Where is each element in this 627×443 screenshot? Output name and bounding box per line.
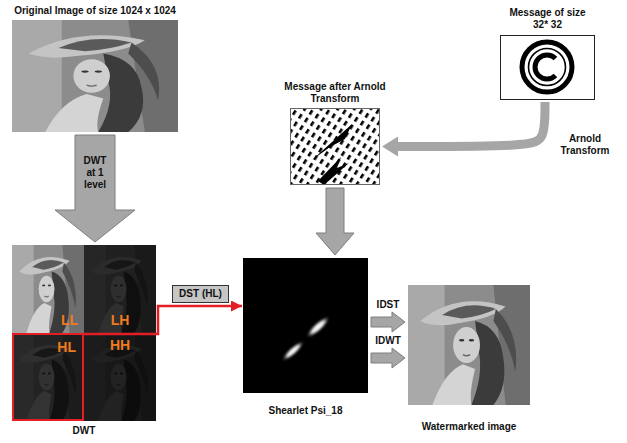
shearlet-panel: Shearlet Psi_18 [243, 258, 368, 417]
original-image-frame [12, 20, 178, 132]
edge-label-holder: IDST [375, 299, 402, 311]
image-panel: Original Image of size 1024 x 1024 [12, 5, 178, 132]
block-arrow [316, 188, 354, 255]
edge-label: IDST [375, 299, 402, 311]
block-arrow [371, 312, 405, 332]
text-group: LH [111, 313, 130, 328]
scrambled-frame [290, 108, 380, 185]
edge-label: IDWT [373, 335, 403, 347]
watermarked-panel: Watermarked image [408, 285, 530, 433]
hl-band-image [12, 333, 84, 421]
inverse-arrow [371, 312, 405, 332]
selected-subband-tile: HL [12, 333, 84, 421]
edge-label: DWT at 1 level [79, 155, 111, 191]
message-panel: Message of size 32* 32 [500, 7, 595, 100]
image-caption: Original Image of size 1024 x 1024 [14, 5, 177, 17]
hh-band-image [84, 333, 156, 421]
connector-line [396, 102, 545, 147]
edge-label: DST (HL) [172, 285, 229, 303]
watermarked-photo [408, 285, 530, 405]
shearlet-frame [243, 258, 368, 393]
panel-caption: Shearlet Psi_18 [268, 405, 343, 417]
scrambled-wedge [312, 124, 352, 160]
ll-band-image [12, 245, 84, 333]
edge-label-holder: IDWT [373, 335, 403, 347]
subband-tile: HH [84, 333, 156, 421]
watermarked-frame [408, 285, 530, 405]
scrambled-wedge [318, 157, 349, 185]
panel-caption: Message of size 32* 32 [504, 7, 591, 31]
dwt-frame: LL LH HL HH [12, 245, 156, 421]
text-group: LL [61, 313, 78, 328]
edge-label-holder: DWT at 1 level [79, 155, 111, 191]
hl-band-ground [12, 333, 84, 421]
text-group: Message after Arnold Transform [276, 81, 395, 105]
shearlet-blob [279, 338, 307, 364]
scrambled-message [290, 108, 380, 185]
copyright-letter [535, 55, 555, 79]
subband-label: LH [111, 313, 130, 328]
text-group: HH [110, 338, 130, 353]
scrambled-texture [290, 108, 380, 185]
connector-line [84, 306, 242, 334]
edge-label: Arnold Transform [555, 133, 615, 157]
lena-photo [12, 20, 178, 132]
hh-band-ground [84, 333, 156, 421]
selection-arrow [84, 306, 242, 334]
text-group: DWT [72, 425, 96, 437]
copyright-ring [522, 42, 572, 92]
panel-caption: Message after Arnold Transform [276, 81, 395, 105]
edge-label-holder: Arnold Transform [555, 133, 615, 157]
text-group: Original Image of size 1024 x 1024 [14, 5, 177, 17]
block-arrow [55, 135, 135, 242]
shearlet-blob [303, 313, 333, 341]
text-group: Watermarked image [421, 421, 517, 433]
subband-label: HL [57, 340, 76, 355]
lh-band-image [84, 245, 156, 333]
curved-arrow [382, 102, 545, 157]
subband-tile: LH [84, 245, 156, 333]
text-group: Message of size 32* 32 [504, 7, 591, 31]
panel-caption: DWT [72, 425, 96, 437]
subband-label: HH [110, 338, 130, 353]
subband-label: LL [61, 313, 78, 328]
edge-label-holder: DST (HL) [172, 285, 229, 303]
block-arrow [371, 348, 405, 368]
shearlet-ground [243, 258, 368, 393]
panel-caption: Watermarked image [421, 421, 517, 433]
inverse-arrow [371, 348, 405, 368]
message-frame [500, 35, 595, 100]
copyright-inner-ring [529, 49, 566, 86]
dwt-panel: LL LH HL HH DWT [12, 245, 156, 437]
shearlet-atom [279, 313, 333, 364]
text-group: Shearlet Psi_18 [268, 405, 343, 417]
message-ground [500, 35, 595, 100]
subband-tile: LL [12, 245, 84, 333]
lh-band-ground [84, 245, 156, 333]
text-group: HL [57, 340, 76, 355]
transform-arrow [55, 135, 135, 242]
embed-arrow [316, 188, 354, 255]
scrambled-panel: Message after Arnold Transform [276, 81, 395, 185]
scrambled-ground [290, 108, 380, 185]
block-arrow [382, 137, 398, 157]
